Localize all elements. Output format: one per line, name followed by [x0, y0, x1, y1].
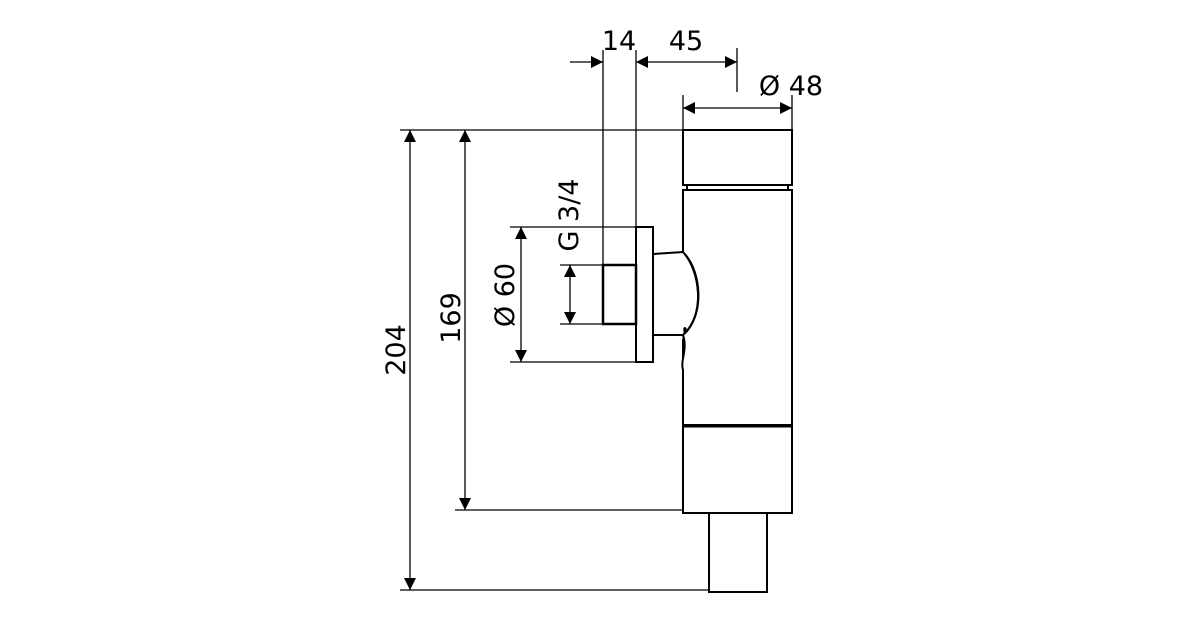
inlet-dome	[652, 250, 700, 336]
lower-section	[682, 424, 793, 514]
push-button-cap	[682, 129, 793, 186]
outlet-pipe	[708, 512, 768, 593]
valve-body	[601, 129, 793, 593]
thread-nipple	[601, 263, 638, 326]
dim-label-169: 169	[436, 292, 467, 344]
dome-highlight	[685, 254, 700, 333]
dim-label-thread: G 3/4	[554, 179, 585, 252]
dim-label-45: 45	[669, 26, 703, 57]
dimensions: 204 169 Ø 60 G 3/4 14 45 Ø 48	[381, 26, 823, 591]
wall-flange	[635, 226, 654, 363]
dim-label-14: 14	[602, 26, 636, 57]
body-outline	[681, 189, 793, 426]
dim-label-flange-diameter: Ø 60	[490, 263, 521, 327]
dim-label-204: 204	[381, 324, 412, 376]
dim-label-body-diameter: Ø 48	[759, 71, 823, 102]
